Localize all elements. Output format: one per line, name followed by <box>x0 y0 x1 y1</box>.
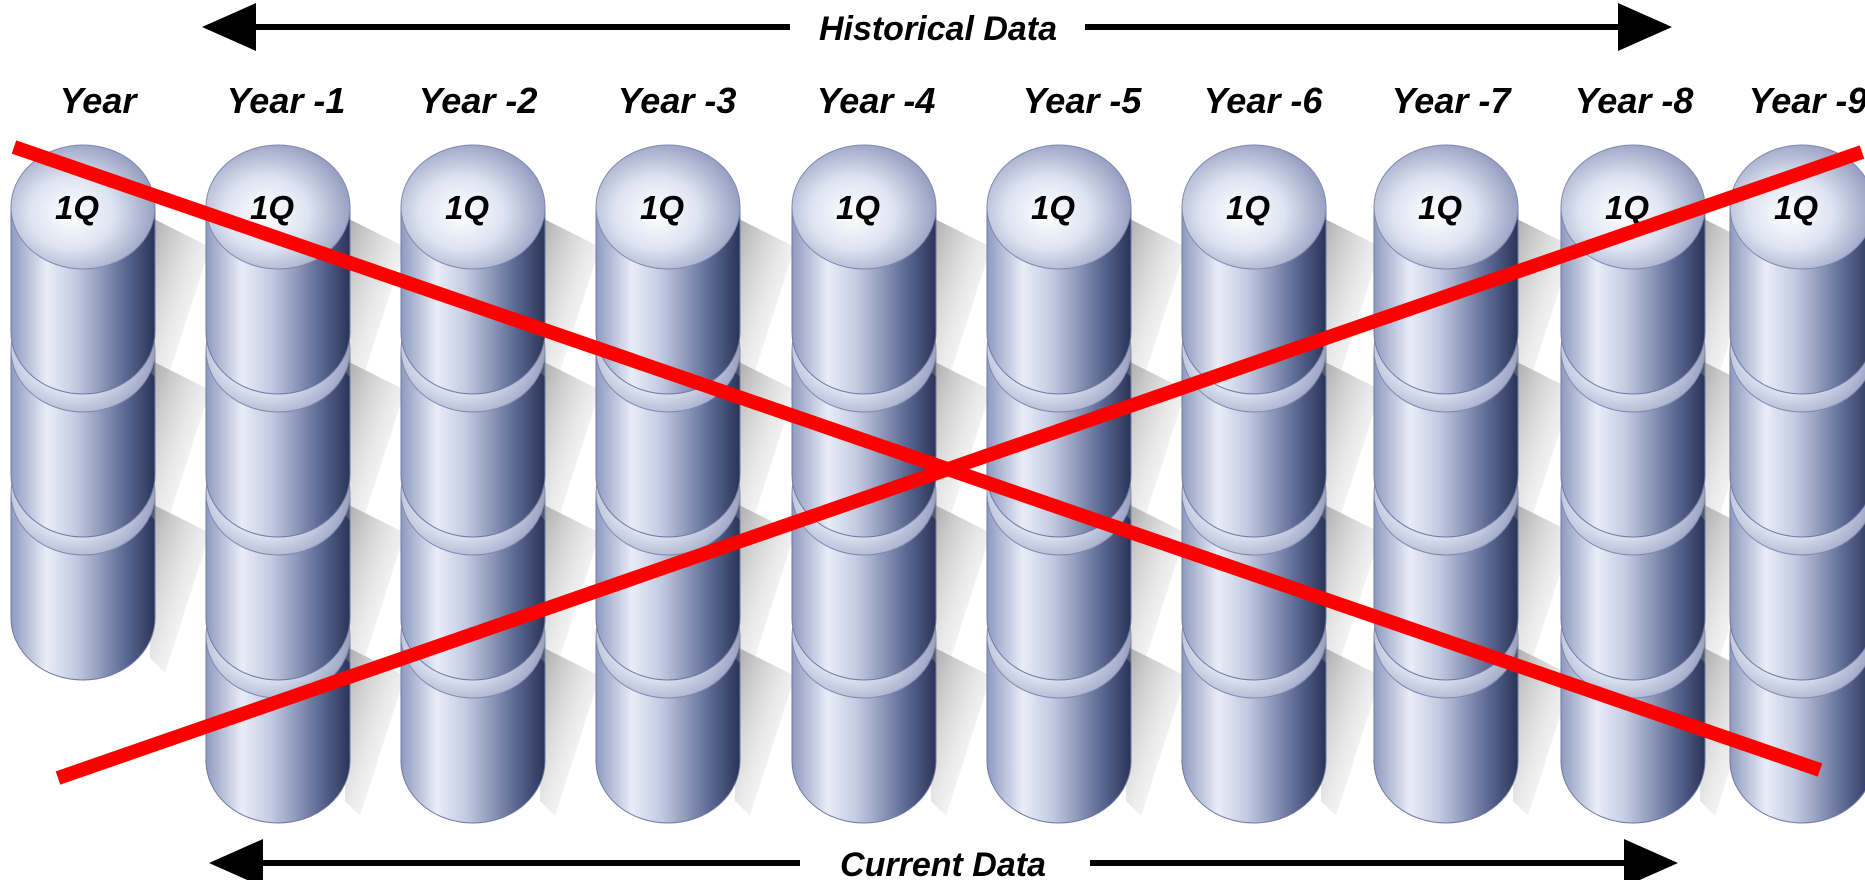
cylinder-shadow <box>1126 646 1186 816</box>
cylinder-shadow <box>345 360 405 530</box>
quarter-label: 1Q <box>640 189 684 226</box>
year-column: Year -24Q3Q2Q1Q <box>400 80 600 824</box>
cylinder-shadow <box>735 646 795 816</box>
year-label: Year -9 <box>1749 80 1865 121</box>
year-label: Year <box>60 80 139 121</box>
quarter-cylinder: 1Q <box>400 144 600 395</box>
cylinder-shadow <box>1321 360 1381 530</box>
quarter-cylinder: 1Q <box>1729 144 1865 395</box>
cylinder-shadow <box>931 646 991 816</box>
quarter-cylinder: 1Q <box>986 144 1186 395</box>
year-label: Year -2 <box>419 80 538 121</box>
historical-data-arrow: Historical Data <box>202 2 1672 51</box>
year-column: Year -94Q3Q2Q1Q <box>1729 80 1865 824</box>
cylinder-shadow <box>735 360 795 530</box>
cylinder-shadow <box>1513 646 1573 816</box>
cylinder-top <box>400 144 546 270</box>
cylinder-shadow <box>150 360 210 530</box>
quarter-cylinder: 1Q <box>791 144 991 395</box>
current-data-label: Current Data <box>840 846 1046 880</box>
cylinder-shadow <box>931 503 991 673</box>
cylinder-shadow <box>1513 360 1573 530</box>
year-column: Year3Q2Q1Q <box>10 80 210 681</box>
year-column: Year -64Q3Q2Q1Q <box>1181 80 1381 824</box>
cylinder-top <box>1181 144 1327 270</box>
cylinder-top <box>595 144 741 270</box>
cylinder-shadow <box>540 360 600 530</box>
cylinder-shadow <box>1321 217 1381 387</box>
year-column: Year -34Q3Q2Q1Q <box>595 80 795 824</box>
quarter-label: 1Q <box>836 189 880 226</box>
cylinder-shadow <box>540 217 600 387</box>
cylinder-top <box>986 144 1132 270</box>
cylinder-shadow <box>150 217 210 387</box>
year-column: Year -14Q3Q2Q1Q <box>205 80 405 824</box>
cylinder-shadow <box>345 217 405 387</box>
cylinder-shadow <box>1126 217 1186 387</box>
quarter-label: 1Q <box>1226 189 1270 226</box>
year-label: Year -3 <box>618 80 737 121</box>
quarter-cylinder: 1Q <box>595 144 795 395</box>
cylinder-shadow <box>1321 646 1381 816</box>
cylinder-shadow <box>735 503 795 673</box>
cylinder-shadow <box>931 217 991 387</box>
cylinder-shadow <box>345 503 405 673</box>
cylinder-shadow <box>1321 503 1381 673</box>
historical-data-label: Historical Data <box>819 10 1057 48</box>
cross-line-descending <box>11 140 1823 777</box>
quarter-label: 1Q <box>250 189 294 226</box>
cylinder-shadow <box>150 503 210 673</box>
cylinder-shadow <box>540 503 600 673</box>
current-data-arrow: Current Data <box>209 839 1678 880</box>
year-label: Year -7 <box>1392 80 1513 121</box>
year-label: Year -4 <box>817 80 936 121</box>
quarter-label: 1Q <box>1418 189 1462 226</box>
year-column: Year -44Q3Q2Q1Q <box>791 80 991 824</box>
year-label: Year -6 <box>1204 80 1324 121</box>
quarter-label: 1Q <box>55 189 99 226</box>
quarter-label: 1Q <box>1031 189 1075 226</box>
cylinder-top <box>791 144 937 270</box>
cylinder-top <box>1729 144 1865 270</box>
cylinder-shadow <box>735 217 795 387</box>
quarter-label: 1Q <box>1605 189 1649 226</box>
cylinder-shadow <box>345 646 405 816</box>
cylinder-shadow <box>1513 503 1573 673</box>
year-label: Year -8 <box>1575 80 1694 121</box>
year-column: Year -74Q3Q2Q1Q <box>1373 80 1573 824</box>
cross-line-ascending <box>55 145 1865 785</box>
cylinder-shadow <box>931 360 991 530</box>
quarter-label: 1Q <box>1774 189 1818 226</box>
cross-out-mark <box>11 140 1865 785</box>
year-label: Year -5 <box>1023 80 1143 121</box>
year-column: Year -54Q3Q2Q1Q <box>986 80 1186 824</box>
quarter-label: 1Q <box>445 189 489 226</box>
cylinder-shadow <box>540 646 600 816</box>
year-label: Year -1 <box>227 80 346 121</box>
year-columns: Year3Q2Q1QYear -14Q3Q2Q1QYear -24Q3Q2Q1Q… <box>10 80 1865 824</box>
cylinder-top <box>1373 144 1519 270</box>
